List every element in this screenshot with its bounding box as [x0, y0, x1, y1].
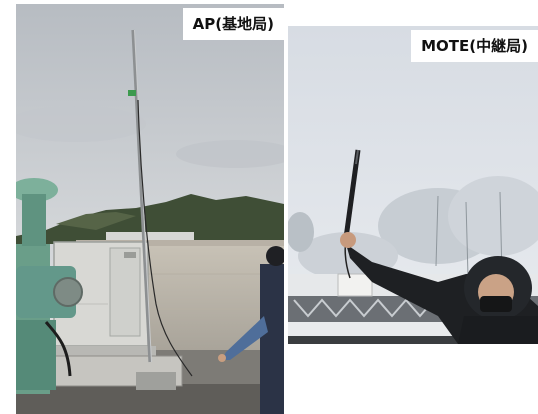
green-valve-stem: [22, 194, 46, 246]
ledge-shadow: [288, 336, 468, 344]
ap-label: AP(基地局): [182, 8, 284, 40]
distant-trees: [56, 212, 136, 230]
distant-building: [106, 232, 194, 240]
mote-photo: MOTE(中継局): [288, 26, 538, 344]
green-valve-lower: [16, 320, 56, 390]
cloud: [16, 106, 146, 142]
person-hand: [218, 354, 226, 362]
black-cable: [44, 321, 72, 377]
small-box: [136, 372, 176, 390]
parapet-cap: [76, 240, 284, 246]
valve-flange: [53, 277, 83, 307]
person-arm: [222, 316, 268, 360]
mote-photo-scene: [288, 26, 538, 344]
person-mask: [480, 296, 512, 312]
antenna-rod: [343, 149, 361, 239]
antenna-mast: [131, 29, 152, 363]
snowy-tree: [288, 212, 314, 252]
person-hand: [340, 232, 356, 248]
distant-hills: [16, 194, 284, 244]
antenna-cable: [137, 99, 193, 377]
enclosure-base: [52, 346, 156, 356]
mote-label: MOTE(中継局): [411, 30, 538, 62]
person-head: [266, 246, 284, 266]
antenna-tip: [355, 149, 359, 165]
enclosure-plate: [124, 252, 136, 258]
ap-photo: AP(基地局): [16, 4, 284, 414]
enclosure-door: [109, 247, 141, 337]
snowy-tree: [448, 176, 538, 256]
white-container: [337, 273, 373, 297]
antenna-clamp: [128, 90, 136, 96]
person-jacket: [458, 316, 538, 344]
cloud: [176, 140, 284, 168]
ap-photo-scene: [16, 4, 284, 414]
person-body: [260, 264, 284, 414]
